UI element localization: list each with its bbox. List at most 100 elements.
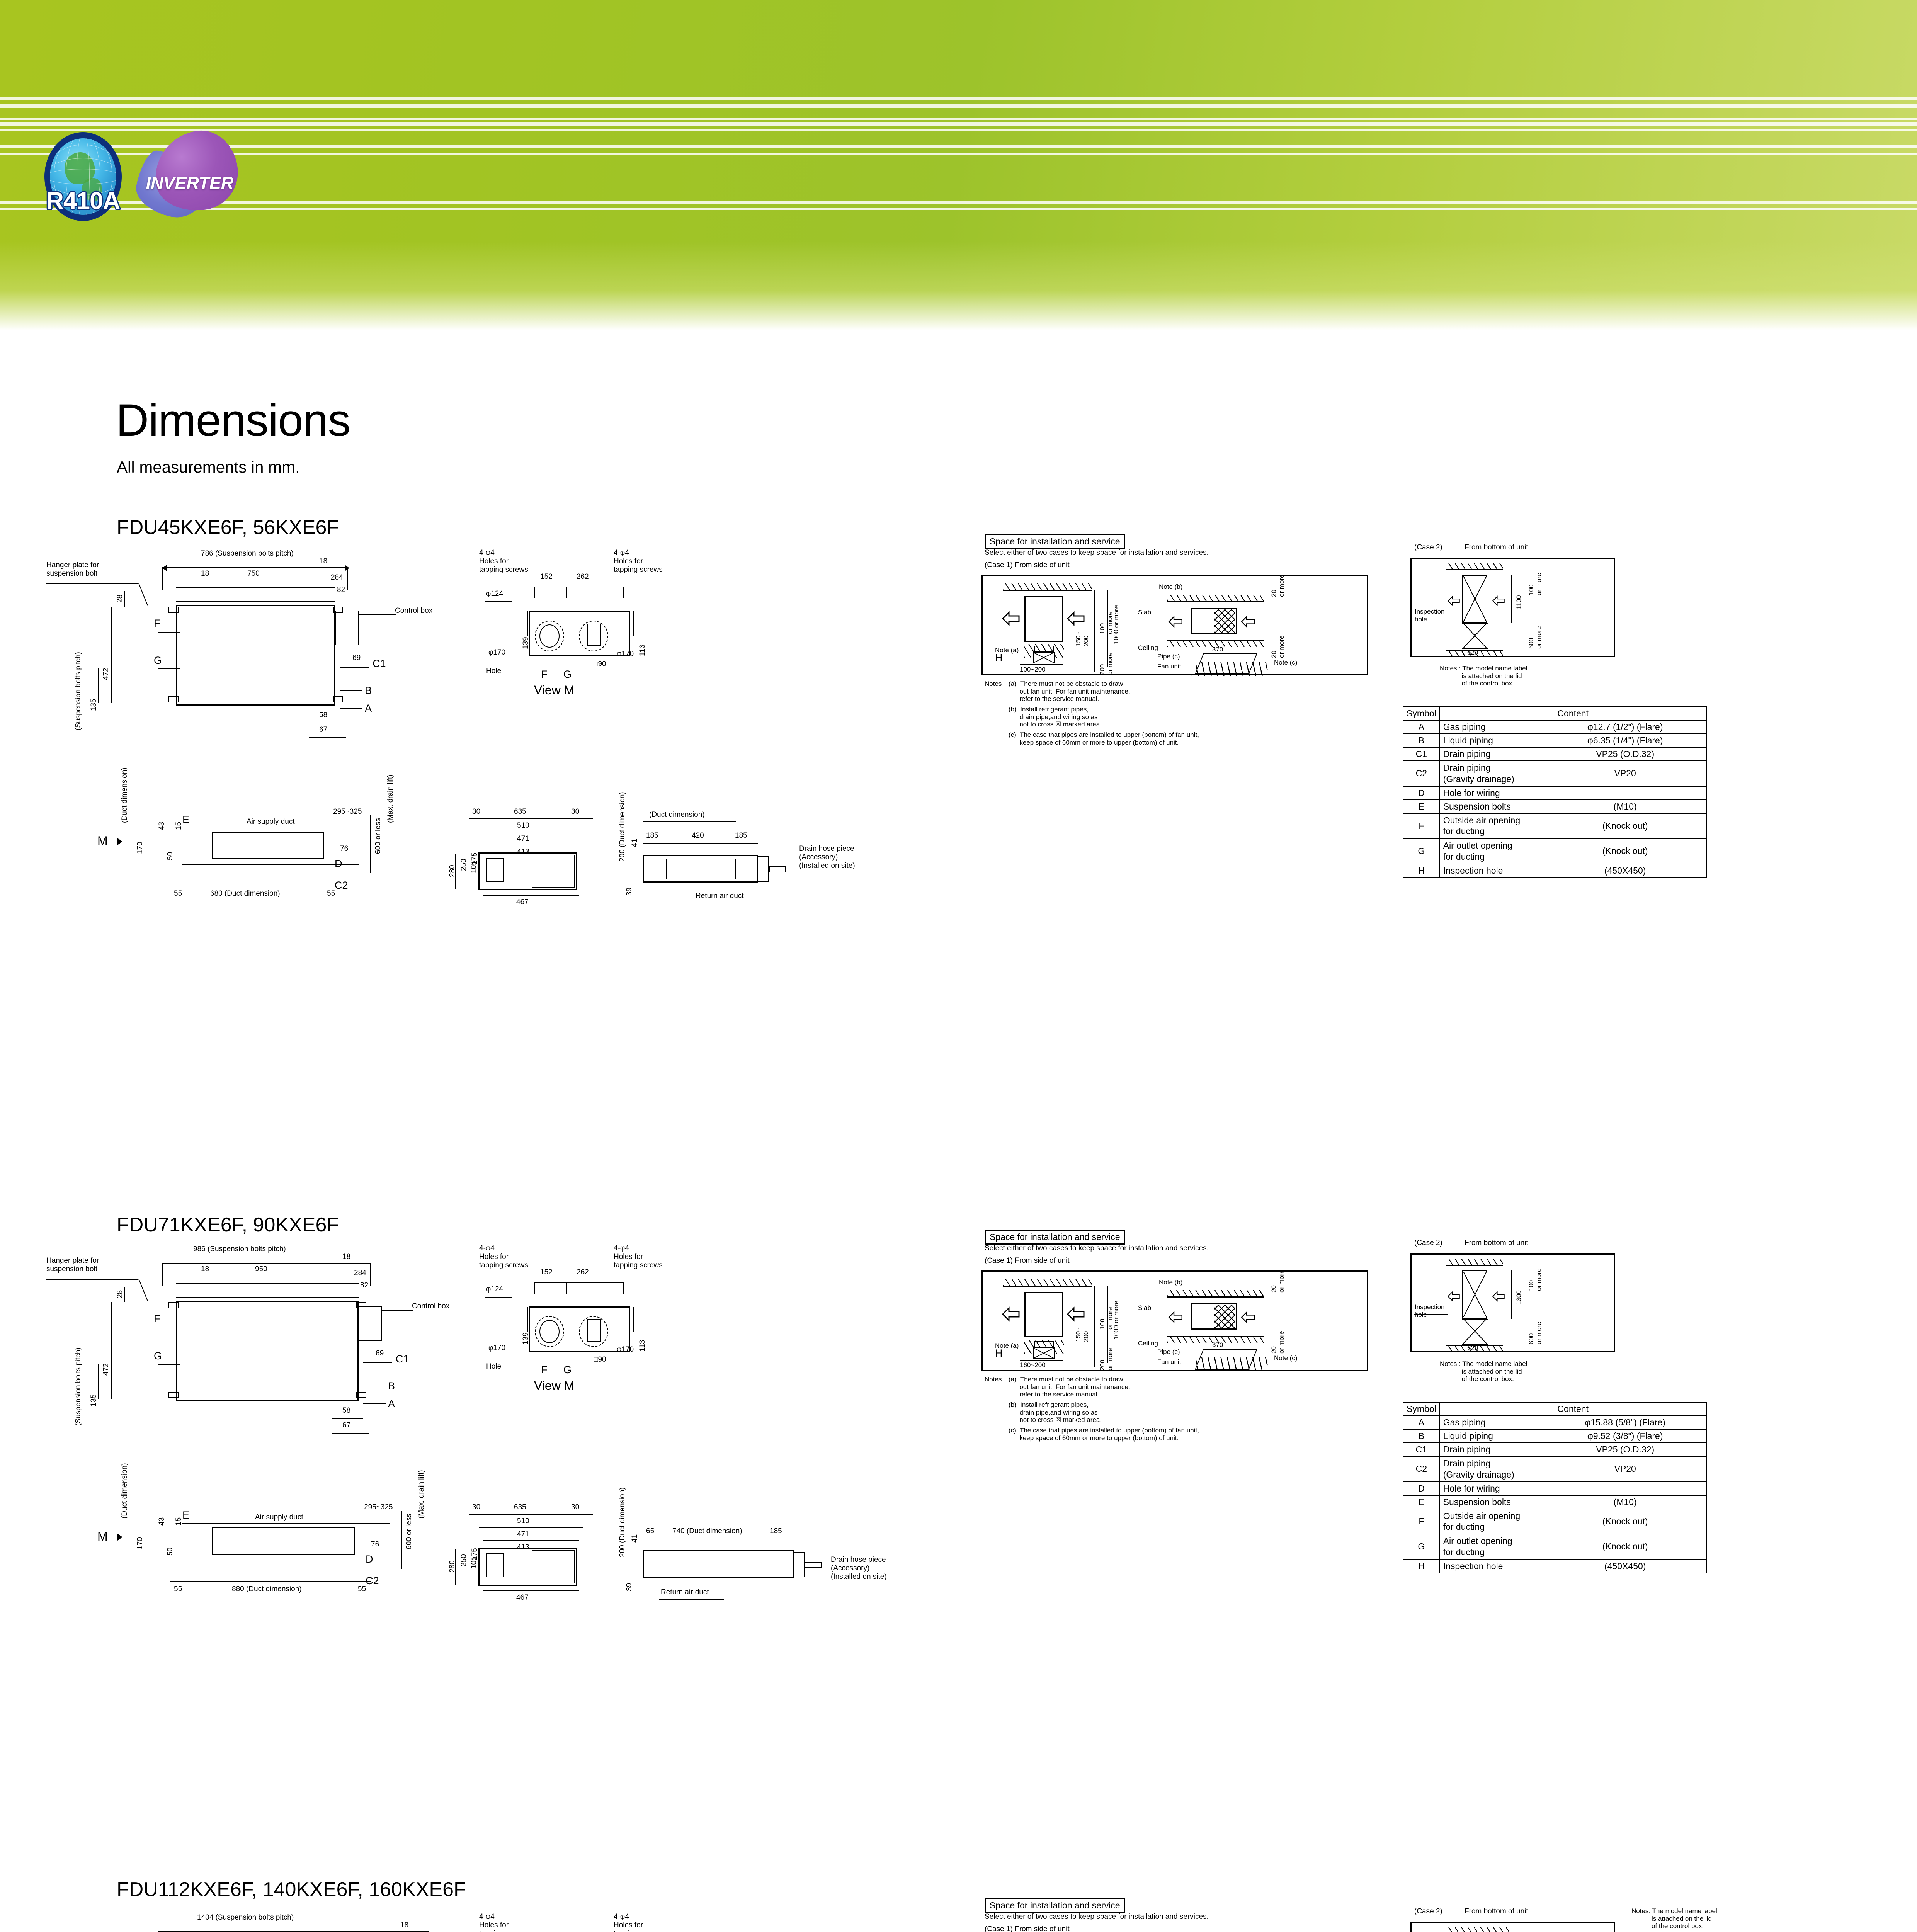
th-content: Content bbox=[1439, 706, 1707, 721]
dim-1000-or-more: 1000 or more bbox=[1112, 1300, 1120, 1340]
banner-stripe bbox=[0, 104, 1917, 108]
mark-H: H bbox=[995, 652, 1003, 663]
dim-200-duct: 200 (Duct dimension) bbox=[618, 792, 626, 862]
cell-desc: Drain piping bbox=[1439, 747, 1544, 761]
panel-intro: Select either of two cases to keep space… bbox=[985, 549, 1209, 557]
notes-prefix: Notes bbox=[985, 1376, 1002, 1383]
dim-139: 139 bbox=[522, 1332, 530, 1345]
panel-case2-title: From bottom of unit bbox=[1465, 1907, 1528, 1915]
case2-diagram: 1700 100 or more Inspection hole 600 or … bbox=[1410, 1922, 1615, 1932]
cell-content: φ15.88 (5/8") (Flare) bbox=[1543, 1415, 1707, 1430]
mark-B: B bbox=[365, 685, 372, 696]
globe-icon bbox=[50, 138, 116, 215]
dim-413: 413 bbox=[517, 848, 529, 856]
dim-370: 370 bbox=[1212, 1341, 1223, 1349]
dim-262: 262 bbox=[577, 573, 589, 581]
label-hanger-plate: Hanger plate for suspension bolt bbox=[46, 561, 99, 578]
label-fan-unit: Fan unit bbox=[1157, 663, 1181, 670]
table-header-row: Symbol Content bbox=[1403, 706, 1707, 721]
label-pipe-c: Pipe (c) bbox=[1157, 1348, 1180, 1355]
view-m-body bbox=[529, 611, 630, 656]
hanger-plate bbox=[168, 696, 179, 702]
hanger-plate bbox=[168, 1392, 179, 1398]
dim-case2-600-or-more: 600 or more bbox=[1527, 1321, 1543, 1344]
hanger-plate bbox=[333, 696, 343, 702]
label-tapping-holes-right: 4-φ4 Holes for tapping screws bbox=[614, 1913, 663, 1932]
dim-square-90: □90 bbox=[594, 660, 606, 668]
banner-stripe bbox=[0, 153, 1917, 155]
mark-A: A bbox=[388, 1398, 395, 1410]
cell-desc: Liquid piping bbox=[1439, 1429, 1544, 1443]
model-label-note: Notes : The model name label is attached… bbox=[1440, 1360, 1527, 1383]
mark-F: F bbox=[541, 1364, 548, 1376]
dim-28: 28 bbox=[116, 594, 124, 603]
round-duct-dashed bbox=[535, 621, 564, 651]
cell-symbol: E bbox=[1403, 1495, 1440, 1509]
th-symbol: Symbol bbox=[1403, 706, 1440, 721]
dim-20-or-more-bottom: 20 or more bbox=[1270, 1331, 1285, 1354]
clearance-arrow-left-icon bbox=[1241, 1310, 1255, 1324]
label-duct-dimension: (Duct dimension) bbox=[121, 767, 129, 823]
dim-67: 67 bbox=[342, 1421, 351, 1429]
control-box bbox=[335, 611, 359, 645]
label-pipe-c: Pipe (c) bbox=[1157, 653, 1180, 660]
dim-150-200: 150~ 200 bbox=[1075, 631, 1090, 646]
cell-desc: Air outlet opening for ducting bbox=[1439, 1534, 1544, 1560]
air-supply-duct-outline bbox=[212, 1527, 355, 1555]
mark-A: A bbox=[365, 702, 372, 714]
dia-170-left: φ170 bbox=[488, 1344, 506, 1352]
cell-desc: Inspection hole bbox=[1439, 863, 1544, 878]
case2-diagram: 1100 100 or more Inspection hole 600 or … bbox=[1410, 558, 1615, 657]
notes-prefix: Notes bbox=[985, 680, 1002, 687]
dim-right-edge: 18 bbox=[400, 1921, 409, 1929]
label-control-box: Control box bbox=[395, 607, 433, 615]
dimension-drawing-section-3: 1404 (Suspension bolts pitch) 1368 18 18… bbox=[0, 1898, 1917, 1932]
panel-title: Space for installation and service bbox=[985, 1230, 1125, 1245]
dim-76: 76 bbox=[340, 845, 349, 853]
dim-58: 58 bbox=[319, 711, 328, 719]
air-supply-duct-outline bbox=[212, 832, 324, 859]
clearance-arrow-left-icon bbox=[1002, 610, 1020, 627]
dim-100-or-more: 100 or more bbox=[1099, 1307, 1114, 1330]
clearance-arrow-left-icon bbox=[1447, 1291, 1460, 1303]
label-suspension-bolts-pitch: (Suspension bolts pitch) bbox=[74, 1347, 82, 1426]
hanger-plate bbox=[333, 607, 343, 613]
cell-content: (450X450) bbox=[1543, 1559, 1707, 1573]
label-return-air-duct: Return air duct bbox=[696, 892, 744, 900]
cell-symbol: D bbox=[1403, 786, 1440, 800]
banner-stripe bbox=[0, 97, 1917, 100]
dim-30-right: 30 bbox=[571, 808, 580, 816]
page-title: Dimensions bbox=[116, 395, 350, 446]
dim-41: 41 bbox=[631, 1534, 639, 1543]
cell-content: φ12.7 (1/2") (Flare) bbox=[1543, 720, 1707, 734]
label-drain-hose: Drain hose piece (Accessory) (Installed … bbox=[799, 845, 855, 870]
drain-port bbox=[757, 856, 769, 882]
inspection-hole-mark bbox=[1463, 623, 1487, 648]
label-slab: Slab bbox=[1138, 1304, 1152, 1311]
cell-symbol: F bbox=[1403, 1508, 1440, 1534]
cell-content: VP25 (O.D.32) bbox=[1543, 1442, 1707, 1457]
mark-H: H bbox=[995, 1347, 1003, 1359]
banner-stripe bbox=[0, 145, 1917, 148]
dim-suspension-pitch: 986 (Suspension bolts pitch) bbox=[193, 1245, 286, 1253]
dim-55-right: 55 bbox=[358, 1585, 366, 1593]
panel-case1: (Case 1) From side of unit bbox=[985, 1925, 1070, 1932]
dia-170-right: φ170 bbox=[617, 650, 634, 658]
cell-symbol: C1 bbox=[1403, 747, 1440, 761]
cell-desc: Hole for wiring bbox=[1439, 786, 1544, 800]
dim-suspension-pitch: 1404 (Suspension bolts pitch) bbox=[197, 1913, 294, 1922]
cell-content: φ9.52 (3/8") (Flare) bbox=[1543, 1429, 1707, 1443]
case1-diagram: 100 or more H 200 or more 150~ 200 1000 … bbox=[981, 1270, 1368, 1371]
mark-F: F bbox=[154, 1313, 160, 1325]
cell-symbol: B bbox=[1403, 733, 1440, 748]
dim-duct-center: 740 (Duct dimension) bbox=[672, 1527, 742, 1535]
clearance-arrow-left-icon bbox=[1447, 595, 1460, 607]
banner-stripe bbox=[0, 122, 1917, 126]
cell-symbol: H bbox=[1403, 863, 1440, 878]
model-label-note: Notes : The model name label is attached… bbox=[1440, 665, 1527, 687]
